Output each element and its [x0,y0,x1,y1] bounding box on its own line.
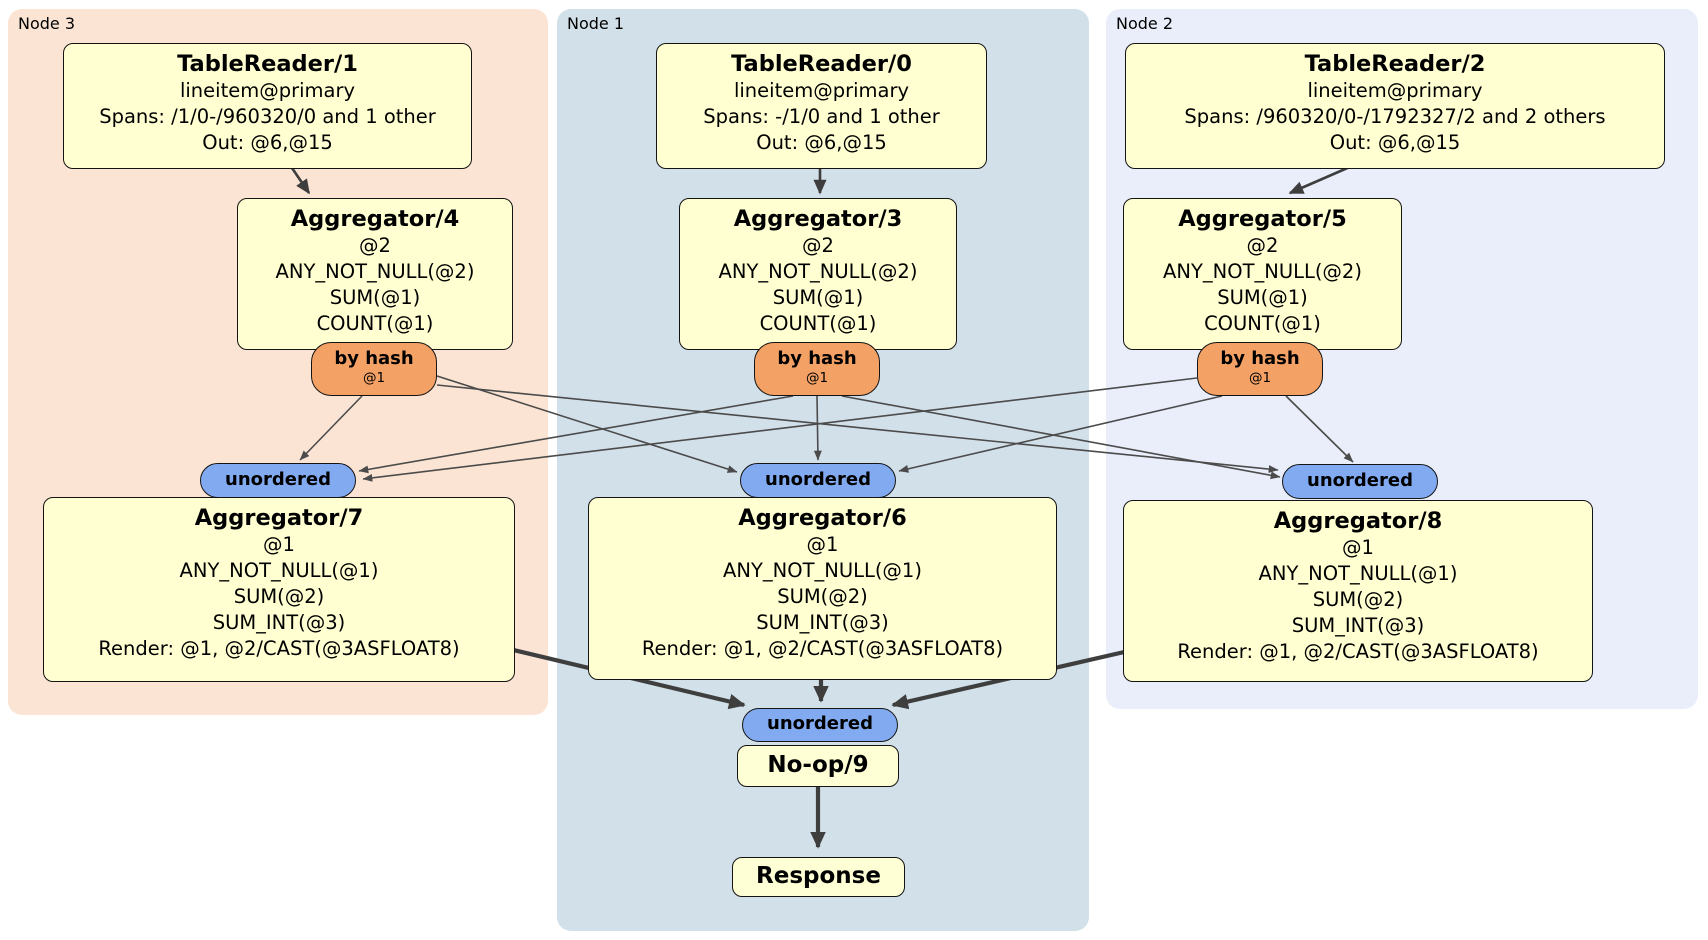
region-node2-label: Node 2 [1116,14,1174,33]
processor-aggregator-8-title: Aggregator/8 [1273,508,1443,534]
processor-tablereader-1-spans: Spans: /1/0-/960320/0 and 1 other [99,105,436,128]
processor-tablereader-0-out: Out: @6,@15 [756,131,887,154]
processor-aggregator-5-fn1: ANY_NOT_NULL(@2) [1163,260,1362,283]
router-by-hash-node3-label: by hash [334,348,414,369]
processor-aggregator-3-fn1: ANY_NOT_NULL(@2) [718,260,918,283]
router-by-hash-node2-label: by hash [1220,348,1300,369]
processor-aggregator-5-fn3: COUNT(@1) [1204,312,1321,335]
edge-tr1-to-agg4 [290,167,311,195]
edge-byhash-n2-to-sync-n1 [898,395,1223,473]
sync-unordered-final: unordered [742,708,898,742]
edge-byhash-n1-to-sync-n1 [813,395,822,461]
edge-byhash-n1-to-sync-n2 [841,395,1281,480]
edge-byhash-n3-to-sync-n1 [436,375,738,473]
edge-byhash-n3-to-sync-n2 [436,384,1279,473]
processor-aggregator-3-title: Aggregator/3 [733,206,903,232]
processor-aggregator-6-fn3: SUM_INT(@3) [756,611,889,634]
processor-tablereader-1-index: lineitem@primary [179,79,356,102]
processor-aggregator-8-render: Render: @1, @2/CAST(@3ASFLOAT8) [1177,640,1539,663]
processor-aggregator-7: Aggregator/7 @1 ANY_NOT_NULL(@1) SUM(@2)… [43,497,515,682]
processor-aggregator-7-fn3: SUM_INT(@3) [212,611,346,634]
edge-byhash-n3-to-sync-n3 [299,395,363,461]
processor-aggregator-6: Aggregator/6 @1 ANY_NOT_NULL(@1) SUM(@2)… [588,497,1057,680]
processor-aggregator-7-fn2: SUM(@2) [233,585,325,608]
processor-aggregator-4-group: @2 [359,234,391,257]
processor-aggregator-8-fn2: SUM(@2) [1312,588,1404,611]
processor-aggregator-3-group: @2 [802,234,834,257]
processor-tablereader-2-title: TableReader/2 [1304,51,1486,77]
router-by-hash-node1-label: by hash [777,348,857,369]
processor-tablereader-1: TableReader/1 lineitem@primary Spans: /1… [63,43,472,169]
processor-aggregator-4-fn2: SUM(@1) [329,286,421,309]
router-by-hash-node2-detail: @1 [1248,370,1272,386]
processor-aggregator-6-group: @1 [806,533,839,556]
processor-tablereader-2-out: Out: @6,@15 [1329,131,1461,154]
processor-aggregator-5: Aggregator/5 @2 ANY_NOT_NULL(@2) SUM(@1)… [1123,198,1402,350]
processor-tablereader-1-out: Out: @6,@15 [202,131,333,154]
processor-aggregator-6-fn2: SUM(@2) [777,585,868,608]
processor-aggregator-6-render: Render: @1, @2/CAST(@3ASFLOAT8) [641,637,1004,660]
region-node3-label: Node 3 [18,14,76,33]
router-by-hash-node1: by hash @1 [754,342,880,396]
edge-byhash-n2-to-sync-n3 [362,377,1198,482]
region-node1-label: Node 1 [567,14,625,33]
processor-aggregator-8: Aggregator/8 @1 ANY_NOT_NULL(@1) SUM(@2)… [1123,500,1593,682]
processor-aggregator-8-fn3: SUM_INT(@3) [1291,614,1425,637]
processor-noop-9: No-op/9 [737,745,899,787]
processor-aggregator-4-fn3: COUNT(@1) [316,312,434,335]
processor-aggregator-3-fn3: COUNT(@1) [759,312,877,335]
processor-aggregator-7-render: Render: @1, @2/CAST(@3ASFLOAT8) [98,637,460,660]
processor-aggregator-6-title: Aggregator/6 [738,505,907,531]
sync-unordered-node1: unordered [740,463,896,498]
edge-byhash-n1-to-sync-n3 [358,395,794,474]
processor-tablereader-2-spans: Spans: /960320/0-/1792327/2 and 2 others [1184,105,1606,128]
processor-tablereader-0: TableReader/0 lineitem@primary Spans: -/… [656,43,987,169]
edge-byhash-n2-to-sync-n2 [1285,395,1354,463]
processor-aggregator-4: Aggregator/4 @2 ANY_NOT_NULL(@2) SUM(@1)… [237,198,513,350]
processor-tablereader-2: TableReader/2 lineitem@primary Spans: /9… [1125,43,1665,169]
router-by-hash-node1-detail: @1 [805,370,829,386]
processor-aggregator-5-group: @2 [1246,234,1279,257]
processor-tablereader-0-index: lineitem@primary [733,79,910,102]
processor-aggregator-6-fn1: ANY_NOT_NULL(@1) [723,559,922,582]
processor-aggregator-7-group: @1 [263,533,295,556]
processor-tablereader-2-index: lineitem@primary [1307,79,1483,102]
sync-unordered-node3: unordered [200,463,356,498]
processor-aggregator-8-fn1: ANY_NOT_NULL(@1) [1258,562,1458,585]
processor-tablereader-0-spans: Spans: -/1/0 and 1 other [703,105,940,128]
processor-aggregator-5-title: Aggregator/5 [1178,206,1347,232]
processor-aggregator-3-fn2: SUM(@1) [772,286,864,309]
processor-aggregator-7-fn1: ANY_NOT_NULL(@1) [179,559,379,582]
edge-tr2-to-agg5 [1288,164,1353,195]
processor-aggregator-3: Aggregator/3 @2 ANY_NOT_NULL(@2) SUM(@1)… [679,198,957,350]
processor-aggregator-7-title: Aggregator/7 [194,505,364,531]
router-by-hash-node3: by hash @1 [311,342,437,396]
processor-aggregator-4-title: Aggregator/4 [290,206,460,232]
router-by-hash-node2: by hash @1 [1197,342,1323,396]
processor-aggregator-5-fn2: SUM(@1) [1217,286,1308,309]
processor-response: Response [732,857,905,897]
processor-aggregator-4-fn1: ANY_NOT_NULL(@2) [275,260,475,283]
sync-unordered-node2: unordered [1282,464,1438,499]
processor-tablereader-0-title: TableReader/0 [731,51,912,77]
processor-aggregator-8-group: @1 [1342,536,1374,559]
processor-tablereader-1-title: TableReader/1 [177,51,358,77]
router-by-hash-node3-detail: @1 [362,370,386,386]
